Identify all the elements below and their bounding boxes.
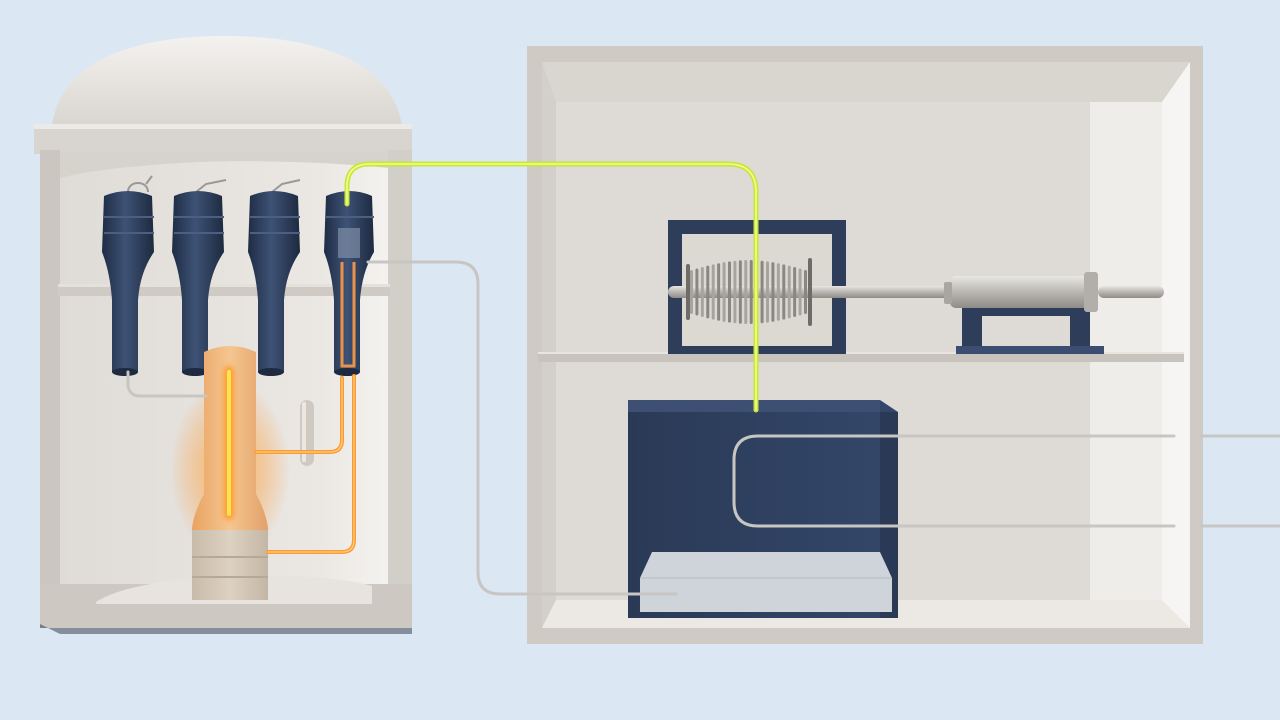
turbine-blade-disc bbox=[717, 263, 721, 321]
turbine-blade-disc bbox=[690, 270, 693, 314]
turbine-blade-disc bbox=[733, 260, 737, 324]
turbine-blade-disc bbox=[760, 260, 764, 324]
turbine-blade-disc bbox=[722, 262, 726, 322]
turbine-end-disc bbox=[808, 258, 812, 326]
turbine-blade-disc bbox=[787, 265, 791, 319]
turbine-blade-disc bbox=[695, 268, 699, 316]
turbine-deck bbox=[538, 352, 1184, 362]
pressurizer bbox=[300, 400, 314, 466]
reactor-vessel bbox=[170, 346, 290, 600]
turbine-blade-disc bbox=[771, 262, 775, 322]
turbine-blade-disc bbox=[804, 270, 807, 314]
steam-generator-1 bbox=[102, 175, 154, 376]
condenser-hotwell bbox=[640, 552, 892, 612]
steam-generator-3 bbox=[248, 179, 301, 376]
steam-generator-2 bbox=[172, 179, 227, 376]
steam-line bbox=[344, 161, 759, 413]
turbine-blade-disc bbox=[782, 264, 786, 320]
turbine-blade-disc bbox=[728, 261, 731, 323]
turbine-blade-disc bbox=[793, 267, 797, 317]
turbine-blade-disc bbox=[744, 260, 748, 324]
primary-coolant-loop bbox=[126, 370, 356, 554]
turbine-blade-disc bbox=[706, 265, 710, 319]
turbine-end-disc bbox=[686, 264, 690, 320]
containment-left-wall bbox=[40, 150, 60, 628]
turbine-blade-disc bbox=[766, 261, 769, 323]
steam-generator-4 bbox=[324, 191, 374, 376]
containment-right-wall bbox=[388, 150, 412, 628]
turbine-blade-disc bbox=[776, 263, 780, 321]
condenser bbox=[628, 400, 898, 618]
feedwater-line bbox=[366, 260, 678, 596]
steam-generators bbox=[102, 175, 374, 376]
turbine-blade-disc bbox=[711, 264, 715, 320]
turbine-blade-disc bbox=[749, 260, 753, 324]
containment-dome bbox=[52, 36, 402, 126]
generator bbox=[944, 272, 1164, 354]
turbine-blade-disc bbox=[700, 267, 704, 317]
turbine-blade-disc bbox=[798, 268, 802, 316]
turbine-shaft bbox=[668, 286, 958, 298]
turbine-rotor bbox=[686, 258, 812, 326]
cooling-water-pipes bbox=[732, 434, 1280, 528]
turbine-blade-disc bbox=[738, 260, 742, 324]
